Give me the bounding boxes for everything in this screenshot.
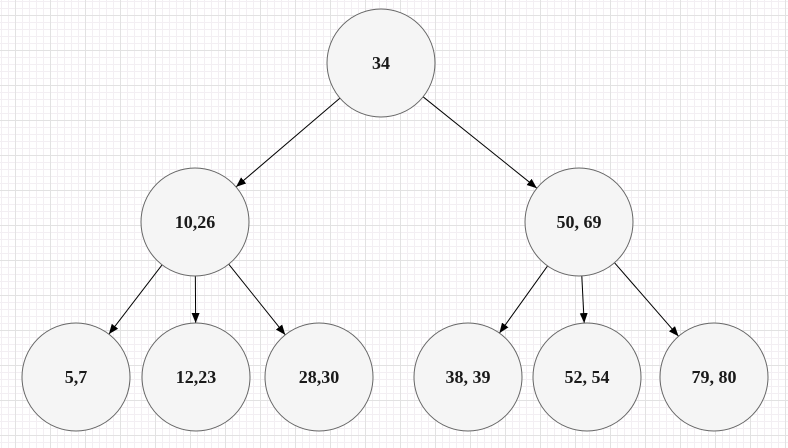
tree-node-label-lr: 28,30 bbox=[299, 367, 340, 387]
tree-node-circle-lm[interactable] bbox=[141, 322, 251, 432]
tree-node-circle-rr[interactable] bbox=[659, 322, 769, 432]
tree-node-rm[interactable]: 52, 54 bbox=[532, 322, 642, 432]
tree-node-rr[interactable]: 79, 80 bbox=[659, 322, 769, 432]
tree-node-l1[interactable]: 10,26 bbox=[140, 167, 250, 277]
tree-node-circle-rm[interactable] bbox=[532, 322, 642, 432]
tree-edge-root-l1 bbox=[235, 97, 341, 188]
tree-node-label-lm: 12,23 bbox=[176, 367, 217, 387]
tree-edge-root-r1 bbox=[422, 96, 538, 189]
tree-node-label-rl: 38, 39 bbox=[446, 367, 491, 387]
tree-node-label-rr: 79, 80 bbox=[692, 367, 737, 387]
tree-node-circle-lr[interactable] bbox=[264, 322, 374, 432]
tree-node-ll[interactable]: 5,7 bbox=[21, 322, 131, 432]
tree-node-label-root: 34 bbox=[372, 53, 390, 73]
tree-node-circle-root[interactable] bbox=[326, 8, 436, 118]
tree-node-circle-l1[interactable] bbox=[140, 167, 250, 277]
tree-node-label-l1: 10,26 bbox=[175, 212, 216, 232]
tree-node-root[interactable]: 34 bbox=[326, 8, 436, 118]
tree-node-circle-r1[interactable] bbox=[524, 167, 634, 277]
tree-edge-l1-ll bbox=[108, 264, 163, 335]
tree-node-r1[interactable]: 50, 69 bbox=[524, 167, 634, 277]
tree-node-label-r1: 50, 69 bbox=[557, 212, 602, 232]
tree-node-circle-rl[interactable] bbox=[413, 322, 523, 432]
tree-node-lr[interactable]: 28,30 bbox=[264, 322, 374, 432]
tree-node-circle-ll[interactable] bbox=[21, 322, 131, 432]
tree-edge-r1-rl bbox=[499, 265, 548, 334]
tree-node-label-ll: 5,7 bbox=[65, 367, 88, 387]
tree-edge-r1-rm bbox=[579, 275, 588, 324]
tree-node-lm[interactable]: 12,23 bbox=[141, 322, 251, 432]
tree-edge-l1-lr bbox=[228, 263, 286, 336]
tree-node-rl[interactable]: 38, 39 bbox=[413, 322, 523, 432]
tree-node-label-rm: 52, 54 bbox=[565, 367, 610, 387]
tree-edge-r1-rr bbox=[614, 262, 679, 337]
